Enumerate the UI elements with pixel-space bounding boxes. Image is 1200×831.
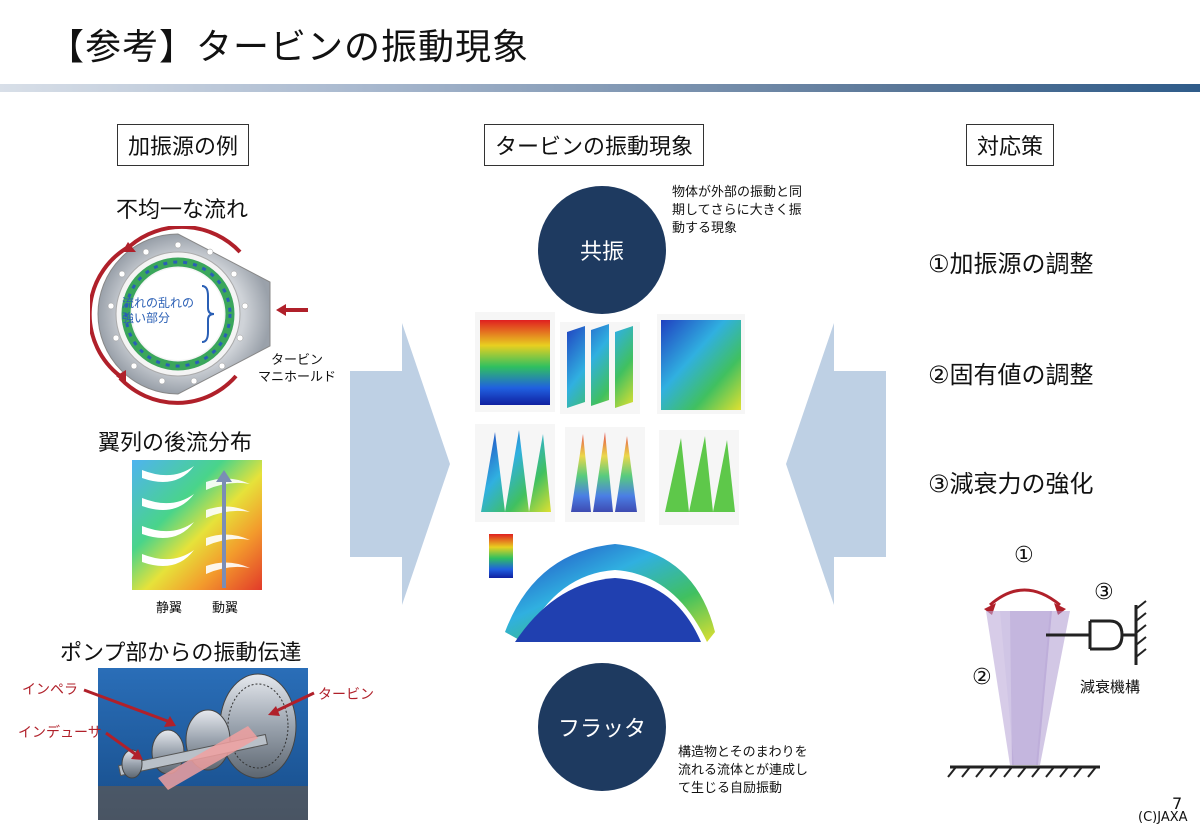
countermeasure-2: ②固有値の調整 <box>928 361 1094 389</box>
disturbance-label: 流れの乱れの 強い部分 <box>122 296 195 325</box>
column-header-phenomena: タービンの振動現象 <box>484 124 705 166</box>
flutter-description: 構造物とそのまわりを流れる流体とが連成して生じる自励振動 <box>678 745 809 796</box>
flutter-circle: フラッタ <box>538 663 666 791</box>
countermeasure-3: ③減衰力の強化 <box>928 470 1094 498</box>
turbine-label: タービン <box>318 687 374 703</box>
stator-label: 静翼 <box>156 601 183 616</box>
damper-diagram <box>947 588 1147 778</box>
title-divider <box>0 84 1200 92</box>
page-number: 7 <box>1172 794 1183 813</box>
resonance-description: 物体が外部の振動と同期してさらに大きく振動する現象 <box>672 185 803 236</box>
diagram-label-3: ③ <box>1094 580 1114 605</box>
manifold-flow-diagram <box>90 226 308 405</box>
pump-vibration-heading: ポンプ部からの振動伝達 <box>60 641 302 666</box>
countermeasure-1: ①加振源の調整 <box>928 250 1094 278</box>
arrow-left-big <box>786 323 886 605</box>
column-header-countermeasures: 対応策 <box>966 124 1055 166</box>
copyright: (C)JAXA <box>1138 810 1188 825</box>
arrow-right-big <box>350 323 450 605</box>
rotor-label: 動翼 <box>212 601 239 616</box>
resonance-circle: 共振 <box>538 186 666 314</box>
turbopump-photo <box>98 668 308 820</box>
nonuniform-flow-heading: 不均一な流れ <box>116 198 249 223</box>
wake-distribution-image <box>132 460 262 590</box>
diagram-label-1: ① <box>1014 543 1034 568</box>
inducer-label: インデューサ <box>18 725 102 741</box>
damper-label: 減衰機構 <box>1080 678 1141 696</box>
manifold-label: タービン マニホールド <box>258 353 337 385</box>
page-title: 【参考】タービンの振動現象 <box>48 27 530 68</box>
fem-vibration-mode-images <box>475 312 745 642</box>
wake-distribution-heading: 翼列の後流分布 <box>98 431 253 456</box>
column-header-excitation: 加振源の例 <box>117 124 250 166</box>
diagram-label-2: ② <box>972 665 992 690</box>
impeller-label: インペラ <box>22 682 78 698</box>
